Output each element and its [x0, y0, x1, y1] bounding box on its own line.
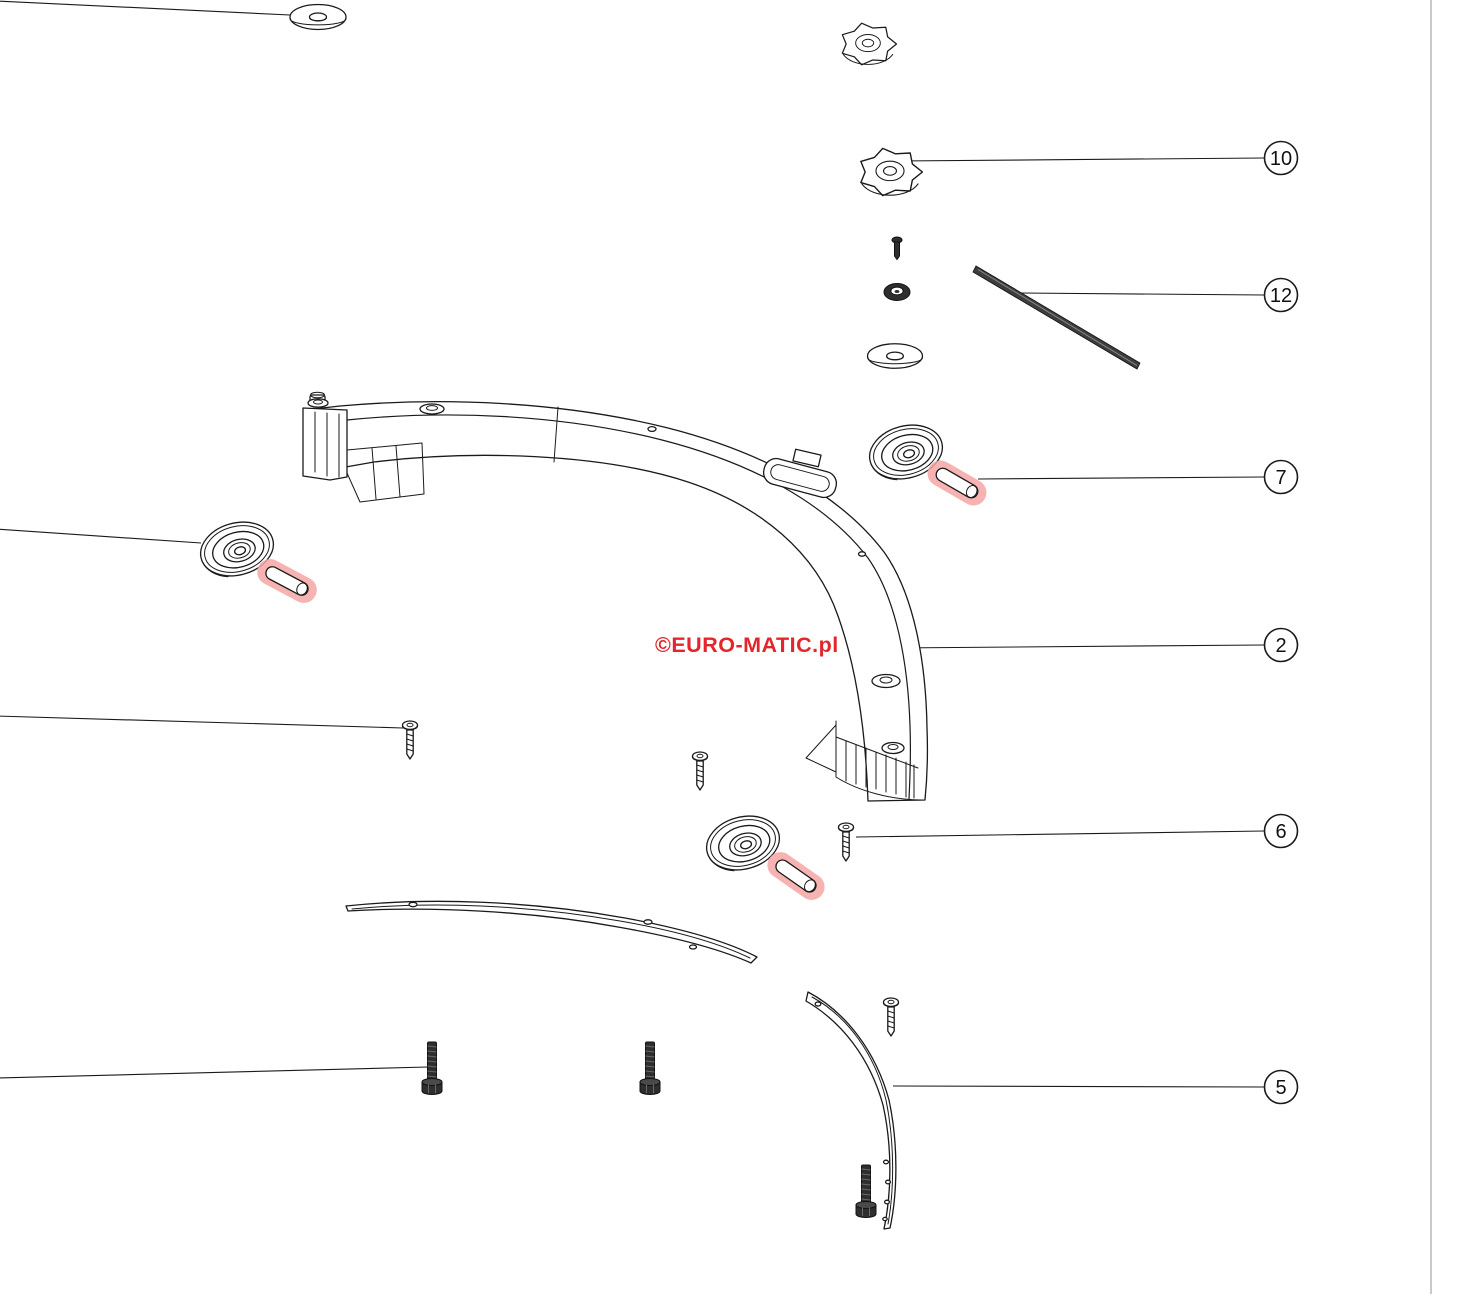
- callout-6: 6: [1263, 813, 1299, 849]
- screw-right: [837, 822, 855, 862]
- callout-10-label: 10: [1270, 148, 1292, 170]
- axle-rod: [972, 265, 1141, 370]
- leader-callout-6: [855, 830, 1265, 838]
- callout-6-label: 6: [1275, 821, 1286, 843]
- washer-large: [866, 343, 924, 369]
- machine-screw-small: [891, 236, 903, 260]
- blade-strip-right: [805, 991, 897, 1230]
- hex-bolt-middle: [639, 1041, 661, 1095]
- callout-2: 2: [1263, 627, 1299, 663]
- callout-2-label: 2: [1275, 635, 1286, 657]
- hex-bolt-left: [421, 1041, 443, 1095]
- watermark: ©EURO-MATIC.pl: [655, 633, 839, 657]
- leader-top-left-washer: [0, 0, 291, 16]
- washer-top-left: [289, 3, 347, 31]
- callout-7: 7: [1263, 459, 1299, 495]
- leader-callout-7: [977, 476, 1265, 480]
- callout-5: 5: [1263, 1069, 1299, 1105]
- leader-callout-12: [1019, 292, 1265, 296]
- screw-blade: [882, 997, 900, 1037]
- screw-middle: [691, 751, 709, 791]
- leader-left-roller: [0, 528, 202, 544]
- callout-10: 10: [1263, 140, 1299, 176]
- leader-left-screw: [0, 715, 404, 729]
- hex-bolt-bottom: [855, 1164, 877, 1218]
- callout-12-label: 12: [1270, 285, 1292, 307]
- blade-strip-top: [345, 900, 758, 964]
- screw-left: [401, 720, 419, 760]
- leader-lines: [0, 0, 1265, 1088]
- leader-callout-5: [892, 1085, 1265, 1088]
- leader-left-bolt: [0, 1066, 429, 1079]
- callout-12: 12: [1263, 277, 1299, 313]
- leader-callout-10: [896, 157, 1265, 162]
- star-knob: [860, 147, 924, 197]
- leader-callout-2: [892, 644, 1265, 649]
- callout-5-label: 5: [1275, 1077, 1286, 1099]
- squeegee-frame: [302, 391, 929, 802]
- star-knob-small: [841, 22, 898, 66]
- callout-7-label: 7: [1275, 467, 1286, 489]
- grommet-washer: [883, 283, 911, 301]
